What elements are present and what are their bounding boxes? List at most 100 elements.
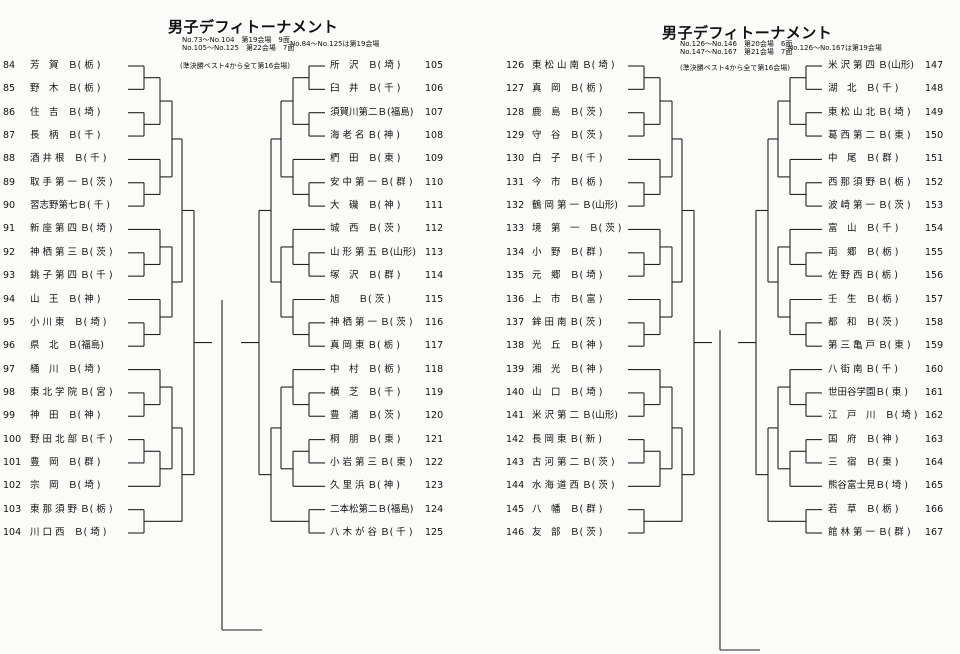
entry-team-name: 臼 井 Ｂ( 千 ) bbox=[330, 83, 401, 95]
entry-team-name: 元 郷 Ｂ( 埼 ) bbox=[532, 270, 603, 282]
entry-number: 86 bbox=[3, 106, 16, 118]
entry-number: 128 bbox=[506, 106, 525, 118]
entry-team-name: 安 中 第 一 Ｂ( 群 ) bbox=[330, 176, 413, 188]
entry-number: 95 bbox=[3, 316, 16, 328]
entry-number: 94 bbox=[3, 293, 16, 305]
entry-number: 123 bbox=[425, 480, 444, 492]
entry-team-name: 中 尾 Ｂ( 群 ) bbox=[828, 153, 899, 165]
entry-team-name: 壬 生 Ｂ( 栃 ) bbox=[828, 293, 899, 305]
entry-team-name: 椚 田 Ｂ( 東 ) bbox=[330, 153, 401, 165]
entry-team-name: 今 市 Ｂ( 栃 ) bbox=[532, 176, 603, 188]
entry-team-name: 館 林 第 一 Ｂ( 群 ) bbox=[828, 527, 911, 538]
entry-team-name: 米 沢 第 二 Ｂ(山形) bbox=[532, 410, 618, 422]
entry-number: 156 bbox=[925, 270, 944, 282]
entry-team-name: 江 戸 川 Ｂ( 埼 ) bbox=[828, 410, 918, 422]
entry-team-name: 須賀川第二Ｂ(福島) bbox=[330, 106, 414, 118]
entry-number: 144 bbox=[506, 480, 525, 492]
entry-number: 164 bbox=[925, 456, 944, 468]
entry-number: 85 bbox=[3, 83, 16, 95]
right-venue-line-2: No.147～No.167 第21会場 7面 bbox=[680, 48, 793, 56]
entry-number: 140 bbox=[506, 386, 525, 398]
entry-team-name: 県 北 Ｂ(福島) bbox=[30, 340, 104, 352]
entry-number: 114 bbox=[425, 270, 444, 282]
right-venue-line-3: No.126～No.167は第19会場 bbox=[788, 44, 882, 52]
entry-team-name: 桐 朋 Ｂ( 東 ) bbox=[330, 433, 401, 445]
entry-number: 89 bbox=[3, 176, 16, 188]
entry-number: 90 bbox=[3, 200, 16, 212]
entry-number: 92 bbox=[3, 246, 16, 258]
entry-team-name: 住 吉 Ｂ( 埼 ) bbox=[30, 106, 101, 118]
entry-number: 142 bbox=[506, 433, 525, 445]
entry-number: 91 bbox=[3, 223, 16, 235]
entry-team-name: 波 崎 第 一 Ｂ( 茨 ) bbox=[828, 200, 911, 212]
entry-team-name: 宗 岡 Ｂ( 埼 ) bbox=[30, 480, 101, 492]
entry-team-name: 海 老 名 Ｂ( 神 ) bbox=[330, 130, 401, 142]
entry-number: 103 bbox=[3, 503, 22, 515]
entry-team-name: 水 海 道 西 Ｂ( 茨 ) bbox=[532, 480, 615, 492]
entry-team-name: 古 河 第 二 Ｂ( 茨 ) bbox=[532, 456, 615, 468]
entry-team-name: 第 三 亀 戸 Ｂ( 東 ) bbox=[828, 340, 911, 352]
entry-number: 118 bbox=[425, 363, 444, 375]
entry-number: 97 bbox=[3, 363, 16, 375]
entry-number: 160 bbox=[925, 363, 944, 375]
left-venue-line-1: No.73～No.104 第19会場 9面 bbox=[182, 36, 290, 44]
entry-number: 127 bbox=[506, 83, 525, 95]
entry-number: 135 bbox=[506, 270, 525, 282]
entry-number: 148 bbox=[925, 83, 944, 95]
entry-number: 119 bbox=[425, 386, 444, 398]
entry-team-name: 友 部 Ｂ( 茨 ) bbox=[532, 527, 603, 538]
entry-number: 101 bbox=[3, 456, 22, 468]
entry-number: 122 bbox=[425, 456, 444, 468]
entry-number: 166 bbox=[925, 503, 944, 515]
entry-number: 145 bbox=[506, 503, 525, 515]
entry-number: 141 bbox=[506, 410, 525, 422]
entry-number: 158 bbox=[925, 316, 944, 328]
entry-team-name: 湘 光 Ｂ( 神 ) bbox=[532, 363, 603, 375]
entry-number: 84 bbox=[3, 60, 16, 71]
entry-number: 137 bbox=[506, 316, 525, 328]
entry-team-name: 八 街 南 Ｂ( 千 ) bbox=[828, 363, 899, 375]
entry-number: 159 bbox=[925, 340, 944, 352]
entry-number: 167 bbox=[925, 527, 944, 538]
entry-team-name: 米 沢 第 四 Ｂ(山形) bbox=[828, 60, 914, 71]
entry-number: 138 bbox=[506, 340, 525, 352]
entry-team-name: 新 座 第 四 Ｂ( 埼 ) bbox=[30, 223, 113, 235]
entry-number: 93 bbox=[3, 270, 16, 282]
entry-team-name: 東 松 山 北 Ｂ( 埼 ) bbox=[828, 106, 911, 118]
entry-number: 105 bbox=[425, 60, 444, 71]
entry-team-name: 神 田 Ｂ( 神 ) bbox=[30, 410, 101, 422]
entry-team-name: 都 和 Ｂ( 茨 ) bbox=[828, 316, 899, 328]
entry-team-name: 習志野第七Ｂ( 千 ) bbox=[30, 200, 110, 212]
entry-team-name: 中 村 Ｂ( 栃 ) bbox=[330, 363, 401, 375]
entry-team-name: 三 宿 Ｂ( 東 ) bbox=[828, 456, 899, 468]
entry-number: 100 bbox=[3, 433, 22, 445]
entry-team-name: 長 岡 東 Ｂ( 新 ) bbox=[532, 433, 603, 445]
entry-team-name: 国 府 Ｂ( 神 ) bbox=[828, 433, 899, 445]
entry-number: 152 bbox=[925, 176, 944, 188]
entry-number: 109 bbox=[425, 153, 444, 165]
entry-team-name: 世田谷学園Ｂ( 東 ) bbox=[828, 386, 908, 398]
entry-team-name: 真 岡 Ｂ( 栃 ) bbox=[532, 83, 603, 95]
entry-team-name: 葛 西 第 二 Ｂ( 東 ) bbox=[828, 130, 911, 142]
entry-team-name: 両 郷 Ｂ( 栃 ) bbox=[828, 246, 899, 258]
entry-number: 146 bbox=[506, 527, 525, 538]
entry-number: 112 bbox=[425, 223, 444, 235]
entry-team-name: 野 田 北 部 Ｂ( 千 ) bbox=[30, 433, 113, 445]
entry-team-name: 豊 岡 Ｂ( 群 ) bbox=[30, 456, 101, 468]
entry-team-name: 小 岩 第 三 Ｂ( 東 ) bbox=[330, 456, 413, 468]
entry-team-name: 東 北 学 院 Ｂ( 宮 ) bbox=[30, 386, 113, 398]
entry-team-name: 東 那 須 野 Ｂ( 栃 ) bbox=[30, 503, 113, 515]
entry-team-name: 鹿 島 Ｂ( 茨 ) bbox=[532, 106, 603, 118]
entry-team-name: 二本松第二Ｂ(福島) bbox=[330, 503, 414, 515]
entry-number: 157 bbox=[925, 293, 944, 305]
entry-number: 99 bbox=[3, 410, 16, 422]
entry-team-name: 守 谷 Ｂ( 茨 ) bbox=[532, 130, 603, 142]
entry-team-name: 若 草 Ｂ( 栃 ) bbox=[828, 503, 899, 515]
entry-team-name: 横 芝 Ｂ( 千 ) bbox=[330, 386, 401, 398]
entry-number: 150 bbox=[925, 130, 944, 142]
entry-team-name: 富 山 Ｂ( 千 ) bbox=[828, 223, 899, 235]
entry-team-name: 野 木 Ｂ( 栃 ) bbox=[30, 83, 101, 95]
entry-team-name: 八 幡 Ｂ( 群 ) bbox=[532, 503, 603, 515]
entry-number: 107 bbox=[425, 106, 444, 118]
entry-number: 162 bbox=[925, 410, 944, 422]
